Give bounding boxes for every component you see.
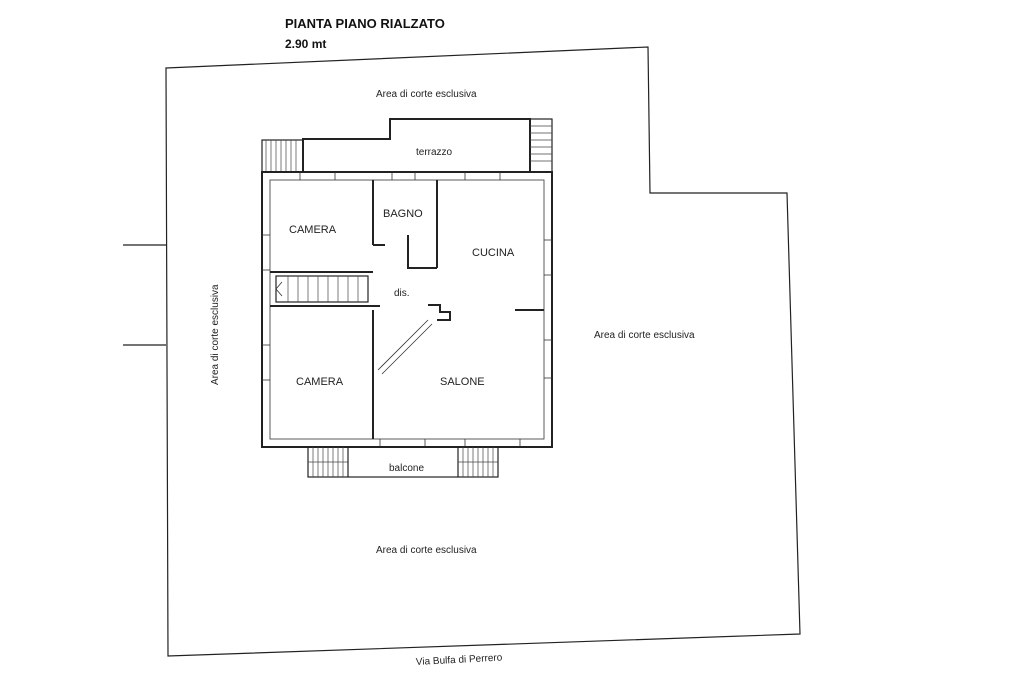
internal-stairs: [275, 275, 369, 303]
street-label: Via Bulfa di Perrero: [416, 652, 503, 668]
courtyard-label-right: Area di corte esclusiva: [594, 330, 695, 341]
diagonal-partition: [377, 319, 433, 375]
balcony-label: balcone: [389, 463, 424, 474]
room-label-hallway: dis.: [394, 288, 410, 299]
plan-height-label: 2.90 mt: [285, 37, 326, 51]
room-label-bedroom-bottom: CAMERA: [296, 376, 344, 388]
terrace-label: terrazzo: [416, 147, 453, 158]
stairs-terrace-right: [529, 118, 553, 173]
stairs-terrace-right-treads: [530, 125, 552, 162]
balcony-stairs-left: [308, 447, 349, 477]
lot-boundary: [165, 46, 801, 657]
courtyard-label-top: Area di corte esclusiva: [376, 89, 477, 100]
windows: [262, 172, 552, 447]
courtyard-label-bottom: Area di corte esclusiva: [376, 545, 477, 556]
room-label-bedroom-top: CAMERA: [289, 224, 337, 236]
interior-walls: [270, 180, 544, 439]
courtyard-label-left: Area di corte esclusiva: [210, 284, 221, 385]
room-label-living-room: SALONE: [440, 376, 485, 388]
balcony-stairs-right: [457, 447, 498, 477]
stairs-terrace-left: [261, 139, 304, 173]
room-label-bathroom: BAGNO: [383, 208, 423, 220]
room-label-kitchen: CUCINA: [472, 247, 515, 259]
terrace-outline: [302, 118, 531, 172]
plan-title: PIANTA PIANO RIALZATO: [285, 16, 445, 31]
internal-stairs-treads: [275, 276, 359, 302]
stairs-terrace-left-treads: [265, 140, 297, 172]
